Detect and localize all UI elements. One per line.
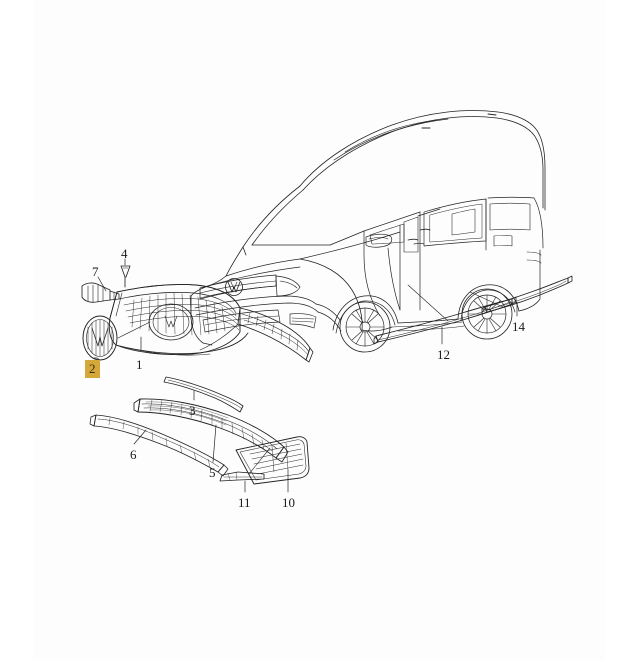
- part-4-expanding-rivet: [120, 258, 131, 288]
- part-14-moulding-short: [469, 275, 573, 317]
- part-6-lower-trim-strip: [89, 414, 229, 477]
- callout-label-10[interactable]: 10: [282, 495, 295, 510]
- part-5-lower-bumper-grille: [133, 398, 289, 463]
- callout-label-4[interactable]: 4: [121, 246, 128, 261]
- callout-label-2[interactable]: 2: [85, 360, 100, 378]
- callout-label-12[interactable]: 12: [437, 347, 450, 362]
- part-11-fog-trim-strip: [219, 471, 265, 493]
- callout-label-7[interactable]: 7: [92, 264, 99, 279]
- part-7-bracket-clip: [81, 276, 120, 303]
- callout-label-5[interactable]: 5: [209, 465, 216, 480]
- callout-label-6[interactable]: 6: [130, 447, 137, 462]
- callout-label-14[interactable]: 14: [512, 319, 525, 334]
- part-1-radiator-grille: [108, 284, 314, 363]
- vehicle-caddy-outline: [190, 110, 546, 353]
- part-3-grille-trim-strip: [163, 376, 244, 413]
- part-10-fog-light-cover: [235, 436, 310, 493]
- callout-label-1[interactable]: 1: [136, 357, 143, 372]
- callout-label-3[interactable]: 3: [189, 403, 196, 418]
- callout-label-11[interactable]: 11: [238, 495, 251, 510]
- part-2-vw-emblem: [82, 315, 151, 361]
- diagram-paper: [33, 0, 605, 660]
